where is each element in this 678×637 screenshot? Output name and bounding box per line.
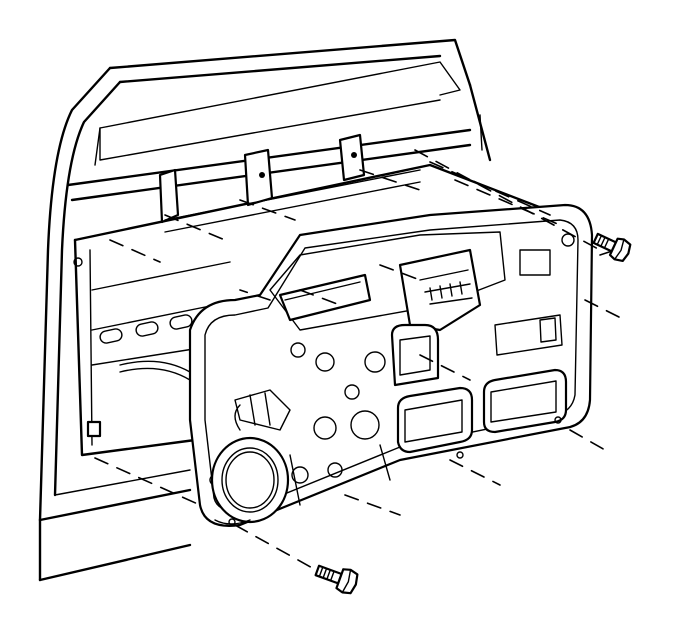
speaker-opening (210, 436, 290, 524)
upper-bolt (592, 232, 632, 263)
door-handle-bezel (390, 323, 440, 387)
window-glass-opening (94, 61, 461, 166)
door-frame (38, 38, 492, 582)
door-trim-panel (188, 203, 594, 527)
lower-bolt (314, 564, 359, 595)
storage-pocket-right (482, 368, 568, 434)
inner-door-panel (73, 133, 562, 457)
storage-pocket-left (396, 386, 474, 454)
alignment-lines (94, 149, 626, 576)
